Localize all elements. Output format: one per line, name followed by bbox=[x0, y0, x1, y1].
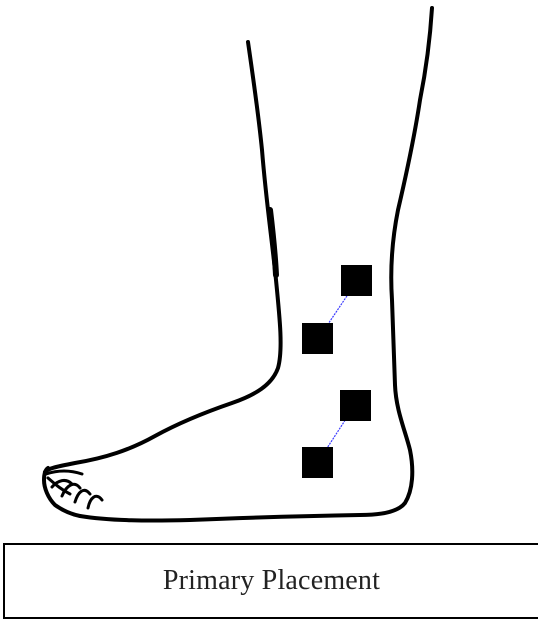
electrode-pair-2-lower bbox=[302, 447, 333, 478]
electrode-pair-2-upper bbox=[340, 390, 371, 421]
electrodes bbox=[302, 265, 372, 478]
caption-label: Primary Placement bbox=[163, 565, 380, 597]
sole-contour bbox=[44, 468, 80, 516]
caption-box: Primary Placement bbox=[3, 543, 538, 619]
leg-back-contour bbox=[45, 42, 281, 472]
lead-wires bbox=[318, 281, 357, 462]
foot-outline bbox=[44, 8, 432, 521]
electrode-pair-1-upper bbox=[341, 265, 372, 296]
electrode-pair-1-lower bbox=[302, 323, 333, 354]
foot-ankle-illustration bbox=[0, 0, 540, 540]
shin-shading bbox=[270, 210, 276, 275]
